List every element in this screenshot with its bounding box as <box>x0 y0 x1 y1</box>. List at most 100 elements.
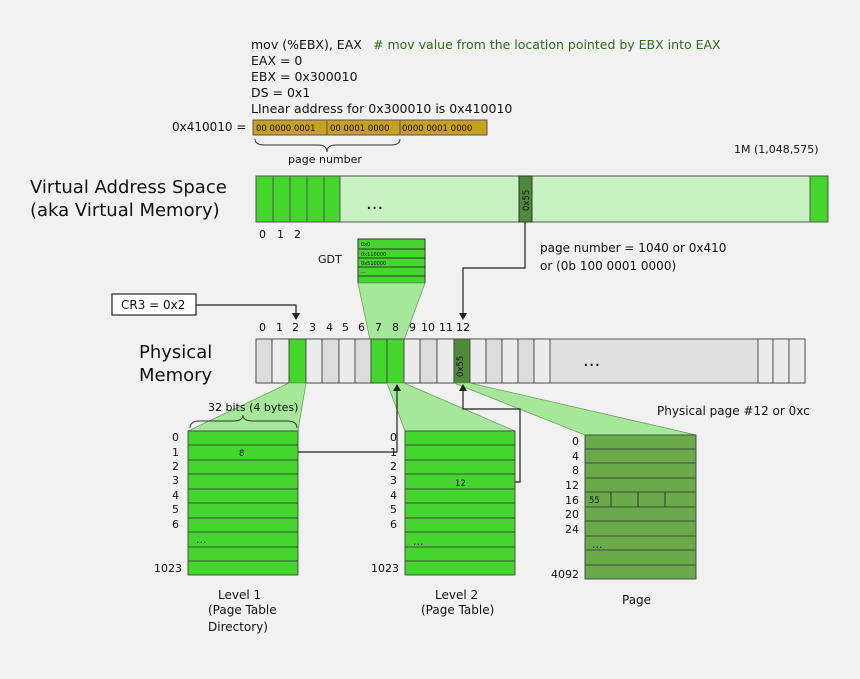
code-line: DS = 0x1 <box>251 85 310 100</box>
page-number-value: page number = 1040 or 0x410 <box>540 241 726 255</box>
level1-rows <box>187 430 299 576</box>
code-line: EBX = 0x300010 <box>251 69 358 84</box>
level2-entry <box>404 488 516 504</box>
physical-index-label: 0 <box>259 321 266 334</box>
page-row-label: 0 <box>572 435 579 448</box>
virtual-page-cell <box>272 175 291 223</box>
physical-frame-cell <box>436 338 455 384</box>
level2-row-label: 0 <box>390 431 397 444</box>
cr3-label: CR3 = 0x2 <box>121 298 185 312</box>
page-row-label: 4 <box>572 450 579 463</box>
level2-row-label: 1 <box>390 446 397 459</box>
level1-entry <box>187 546 299 562</box>
physical-highlight-value: 0x55 <box>456 356 466 377</box>
level2-entry <box>404 459 516 475</box>
page-value: 55 <box>589 496 600 506</box>
level2-ellipsis: ... <box>413 535 424 548</box>
code-comment: # mov value from the location pointed by… <box>373 37 721 52</box>
level2-table: 12 ... 0 1 2 3 4 5 6 1023 Level 2 (Page … <box>371 430 516 617</box>
virtual-page-cell <box>306 175 325 223</box>
virtual-highlight-value: 0x55 <box>522 190 532 211</box>
physical-frame-cell <box>255 338 273 384</box>
page-entry <box>584 549 697 566</box>
bits-table-segment: 00 0001 0000 <box>330 124 389 134</box>
level1-width-brace <box>189 414 298 429</box>
page-entry <box>584 434 697 450</box>
physical-index-label: 6 <box>358 321 365 334</box>
code-line: EAX = 0 <box>251 53 302 68</box>
physical-index-label: 2 <box>292 321 299 334</box>
gdt-entry: 0x510000 <box>361 261 386 267</box>
linear-address-label: 0x410010 = <box>172 120 246 134</box>
page-row-label: 16 <box>565 494 579 507</box>
arrowhead <box>459 384 467 391</box>
page-table: 55 ... 0 4 8 12 16 20 24 4092 Page <box>551 434 697 607</box>
cr3-arrow <box>196 304 297 314</box>
level1-table: 32 bits (4 bytes) 8 ... 0 1 2 3 4 5 6 10… <box>154 401 298 634</box>
virtual-index-label: 2 <box>294 228 301 241</box>
physical-index-label: 1 <box>276 321 283 334</box>
virtual-to-physical-arrow <box>462 222 526 315</box>
physical-memory: Physical Memory 0x55 ... 0 1 2 3 4 5 6 7… <box>139 321 810 418</box>
level1-entry <box>187 430 299 446</box>
level1-row-label: 0 <box>172 431 179 444</box>
page-number-binary: or (0b 100 0001 0000) <box>540 259 676 273</box>
level1-entry-value: 8 <box>239 449 244 459</box>
level2-entry-value: 12 <box>455 479 466 489</box>
physical-index-labels: 0 1 2 3 4 5 6 7 8 9 10 11 12 <box>259 321 470 334</box>
physical-index-label: 10 <box>421 321 435 334</box>
level1-entry <box>187 517 299 533</box>
page-row-label: 24 <box>565 523 579 536</box>
level1-entry <box>187 459 299 475</box>
physical-index-label: 8 <box>392 321 399 334</box>
page-entry <box>584 506 697 522</box>
virtual-title: Virtual Address Space <box>30 177 227 198</box>
virtual-size-label: 1M (1,048,575) <box>734 143 819 156</box>
level1-row-label: 1 <box>172 446 179 459</box>
level1-row-label: 4 <box>172 489 179 502</box>
level2-row-label: 1023 <box>371 562 399 575</box>
bits-directory-segment: 00 0000 0001 <box>256 124 315 134</box>
page-caption: Page <box>622 593 651 607</box>
level2-row-label: 3 <box>390 474 397 487</box>
page-row-label: 12 <box>565 479 579 492</box>
physical-frame-cell <box>321 338 340 384</box>
page-entry <box>584 462 697 479</box>
gdt-entry: 0x0 <box>361 242 370 248</box>
gdt-label: GDT <box>318 253 342 266</box>
level1-caption: Level 1 <box>218 588 261 602</box>
virtual-index-label: 1 <box>277 228 284 241</box>
physical-frame-cell <box>386 338 405 384</box>
physical-index-label: 12 <box>456 321 470 334</box>
virtual-last-page <box>809 175 829 223</box>
level1-ellipsis: ... <box>196 533 207 546</box>
virtual-index-label: 0 <box>259 228 266 241</box>
page-entry <box>584 491 697 508</box>
level2-row-label: 5 <box>390 503 397 516</box>
physical-ellipsis: ... <box>583 350 600 371</box>
level1-width-label: 32 bits (4 bytes) <box>208 401 298 414</box>
physical-frame-cell <box>403 338 421 384</box>
physical-frame-cell <box>788 338 806 384</box>
virtual-subtitle: (aka Virtual Memory) <box>30 200 220 221</box>
physical-frame-cell <box>501 338 519 384</box>
physical-frame-cell <box>288 338 307 384</box>
level1-row-label: 5 <box>172 503 179 516</box>
virtual-ellipsis: ... <box>366 193 383 214</box>
level2-entry <box>404 444 516 461</box>
page-entry <box>584 477 697 493</box>
level2-row-label: 6 <box>390 518 397 531</box>
level1-row-label: 1023 <box>154 562 182 575</box>
level1-entry <box>187 488 299 504</box>
physical-index-label: 3 <box>309 321 316 334</box>
gdt-entry: ... <box>361 269 366 275</box>
gdt-entry: 0x110000 <box>361 252 386 258</box>
physical-index-label: 11 <box>439 321 453 334</box>
physical-frame-cell <box>354 338 372 384</box>
virtual-address-space: Virtual Address Space (aka Virtual Memor… <box>30 143 829 273</box>
code-block: mov (%EBX), EAX # mov value from the loc… <box>251 37 721 116</box>
physical-frame-cell <box>305 338 323 384</box>
level2-entry <box>404 546 516 562</box>
page-number-brace <box>254 138 401 153</box>
virtual-page-cell <box>289 175 308 223</box>
